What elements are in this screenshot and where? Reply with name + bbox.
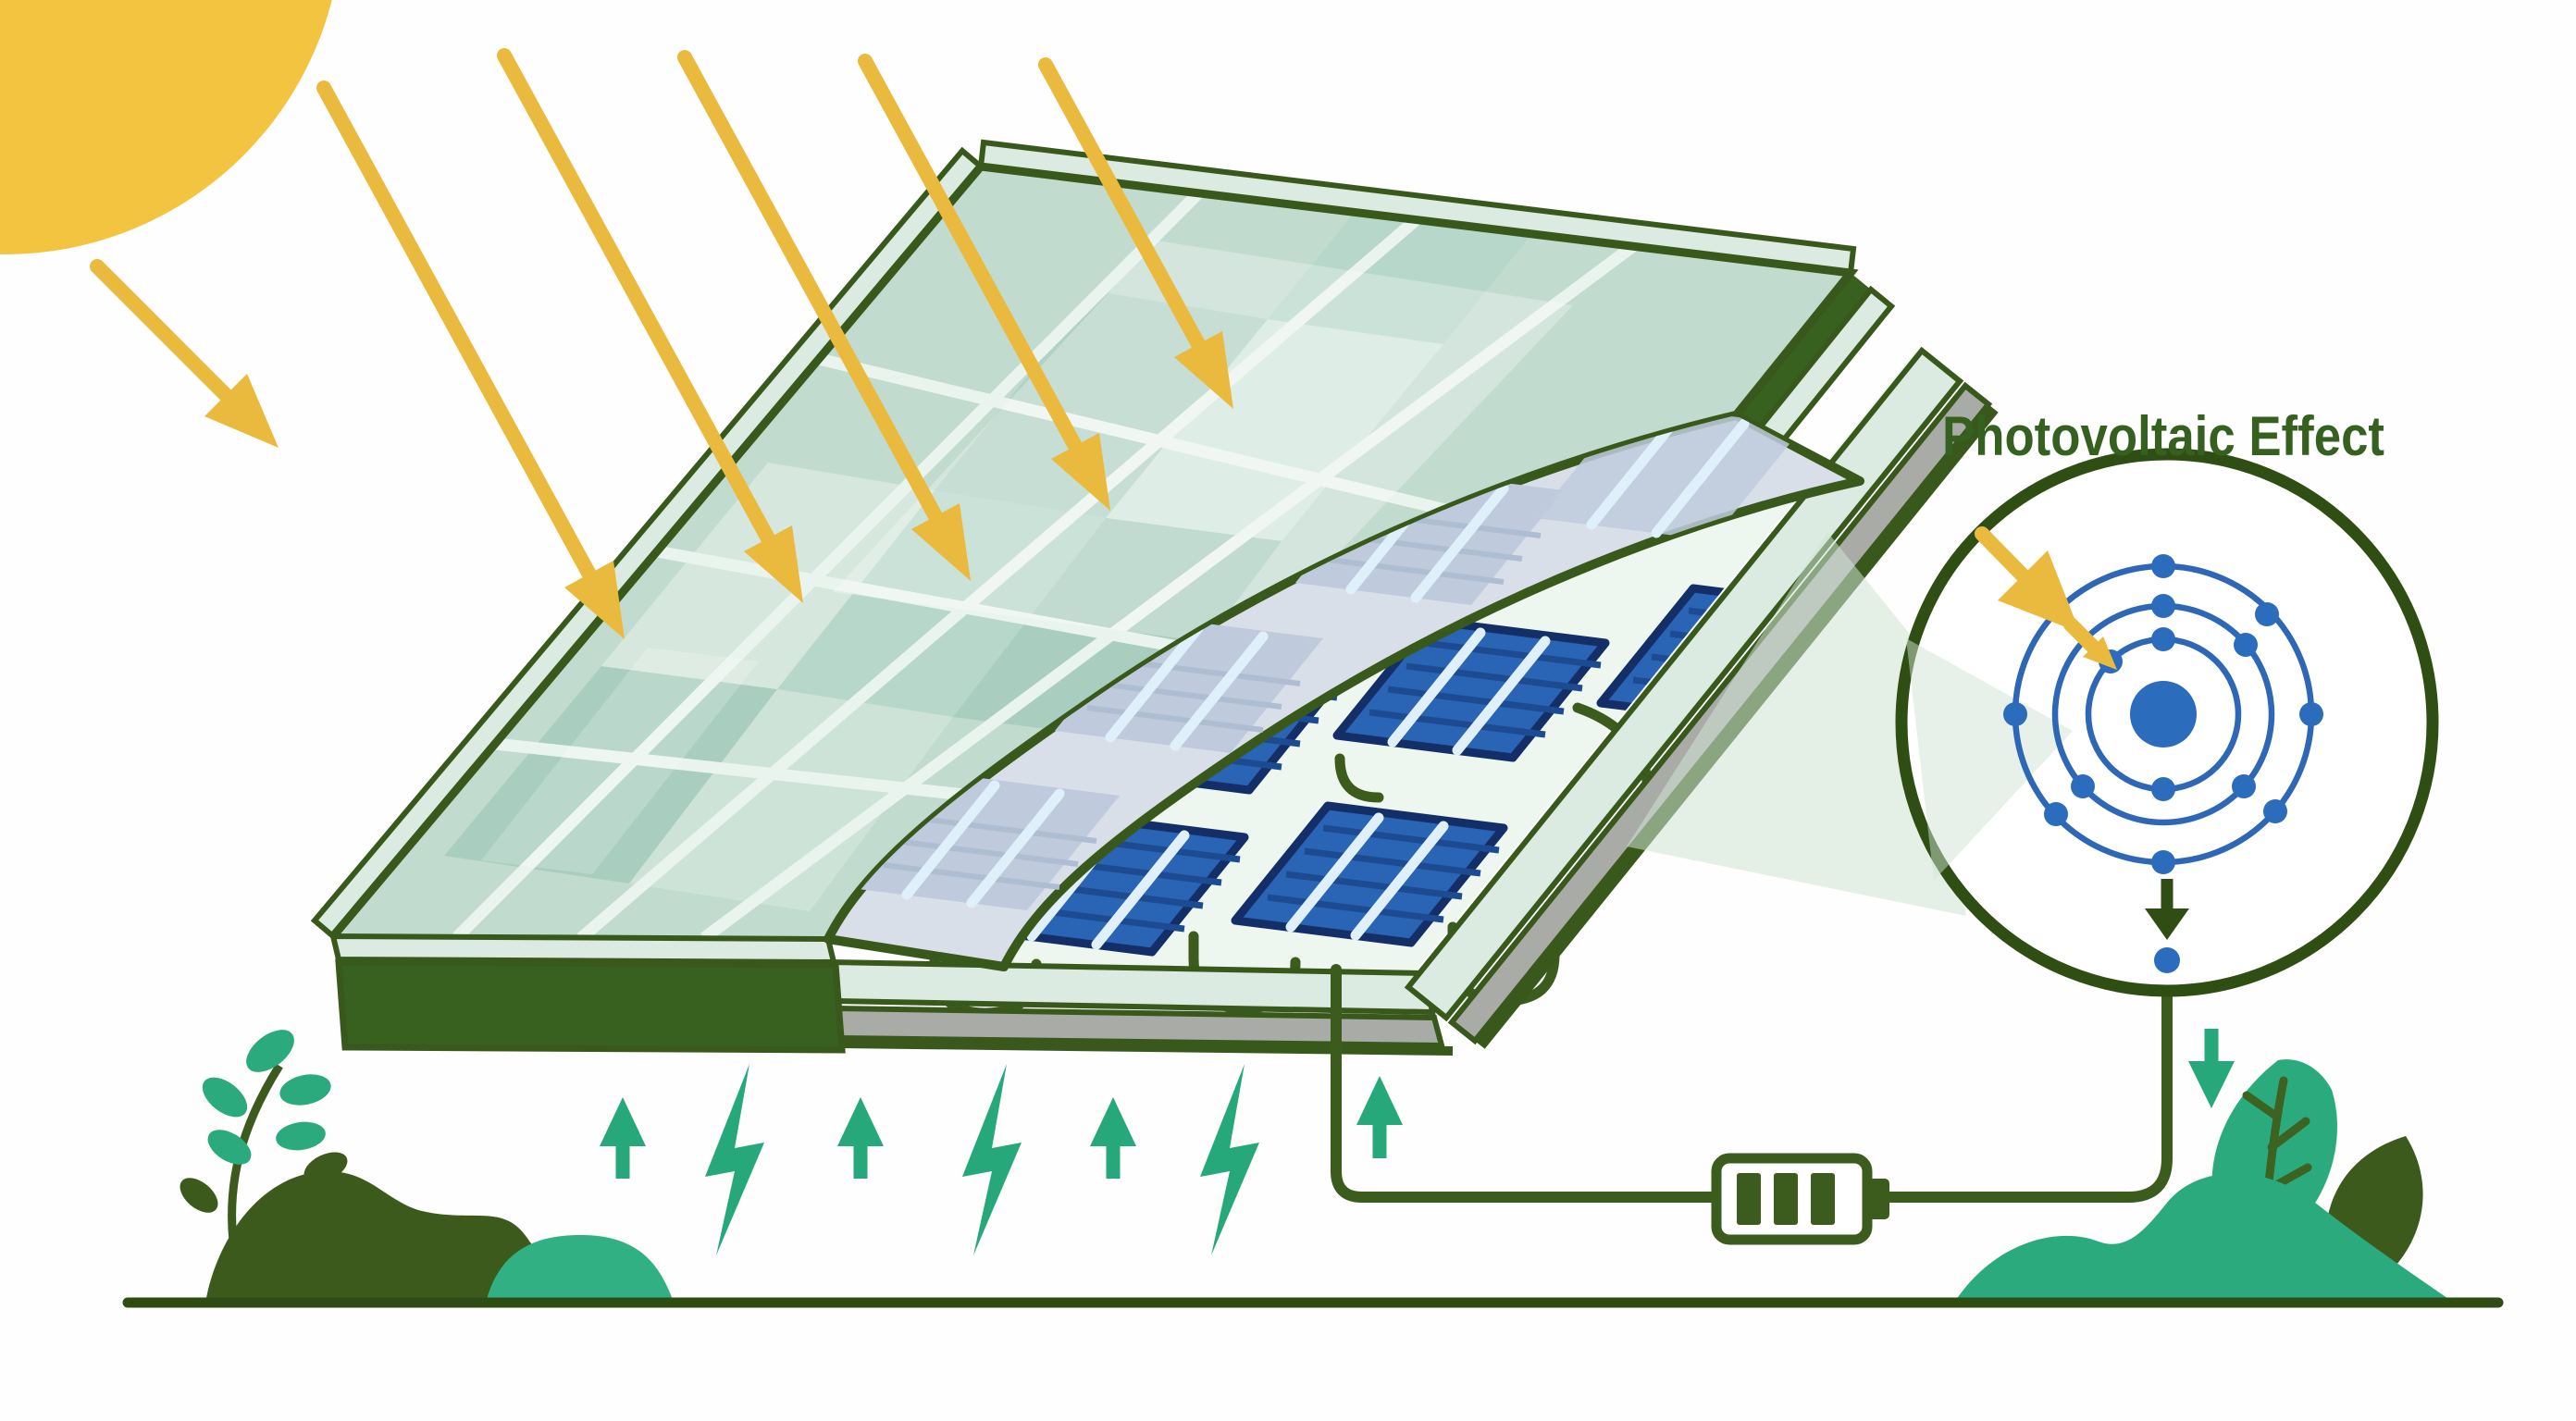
electron xyxy=(2299,702,2323,726)
battery-icon xyxy=(1711,1153,1889,1245)
nucleus xyxy=(2130,681,2197,748)
electron xyxy=(2151,850,2175,874)
up-arrow-icon xyxy=(837,1097,884,1179)
lightning-bolt-icon xyxy=(1200,1064,1259,1255)
sun-rays xyxy=(90,48,1233,639)
freed-electron xyxy=(2154,947,2180,973)
electron xyxy=(2151,627,2175,651)
mound-left xyxy=(486,1235,674,1303)
down-arrow-icon xyxy=(2188,1029,2235,1108)
battery-bar xyxy=(1774,1173,1798,1225)
lightning-bolt-icon xyxy=(705,1064,764,1255)
sun-ray-arrow-icon xyxy=(858,54,1110,511)
leaf-icon xyxy=(279,1074,331,1106)
electron xyxy=(2151,594,2175,618)
circuit-wire xyxy=(1884,990,2173,1203)
sun-ray-arrow-icon xyxy=(677,50,971,581)
page-title: Photovoltaic Effect xyxy=(1942,405,2384,467)
leaf-icon xyxy=(246,1030,294,1072)
up-arrow-icon xyxy=(600,1097,646,1179)
leaf-icon xyxy=(180,1178,218,1213)
leaf-icon xyxy=(202,1077,248,1118)
callout-cone xyxy=(1627,532,1966,916)
up-arrow-icon xyxy=(1090,1097,1136,1179)
sun-ray-arrow-icon xyxy=(1038,57,1233,409)
glass-front-lip xyxy=(329,933,837,966)
leaf-icon xyxy=(276,1121,326,1151)
electron xyxy=(2071,774,2095,798)
circuit-wire xyxy=(1331,964,1722,1203)
panel-right-border xyxy=(1736,273,1871,432)
electron xyxy=(2044,802,2068,826)
panel-frame-front xyxy=(339,962,842,1050)
up-arrow-icon xyxy=(1356,1076,1403,1158)
sun-ray-arrow-icon xyxy=(316,80,625,639)
electron xyxy=(2003,702,2027,726)
freed-electron-flow xyxy=(2145,879,2189,973)
bush-right xyxy=(1954,1173,2454,1303)
energy-arrows xyxy=(1356,1029,2235,1158)
sun-ray-arrow-icon xyxy=(497,48,803,603)
electron xyxy=(2255,602,2279,626)
photovoltaic-effect-callout xyxy=(1895,448,2439,997)
battery-bar xyxy=(1737,1173,1761,1225)
sun-icon xyxy=(0,0,332,254)
electron xyxy=(2151,777,2175,801)
pv-cell xyxy=(1231,801,1508,947)
electron xyxy=(2151,554,2175,578)
electron xyxy=(2232,774,2256,798)
glass-cells xyxy=(444,167,1637,939)
glass-cell-layer xyxy=(310,139,1896,1054)
energy-row xyxy=(600,1064,1259,1255)
leaf-icon xyxy=(207,1130,252,1165)
photon-arrow-icon xyxy=(1975,526,2117,670)
plant-left xyxy=(180,1030,674,1303)
electron xyxy=(2263,799,2287,823)
plant-right xyxy=(1954,1059,2454,1303)
sun-ray-arrow-icon xyxy=(90,259,279,448)
lightning-bolt-icon xyxy=(962,1064,1022,1255)
battery-bar xyxy=(1811,1173,1835,1225)
bush-left xyxy=(205,1170,557,1303)
electron xyxy=(2234,633,2258,657)
atom-icon xyxy=(2003,554,2323,874)
down-arrow-icon xyxy=(2145,908,2189,940)
